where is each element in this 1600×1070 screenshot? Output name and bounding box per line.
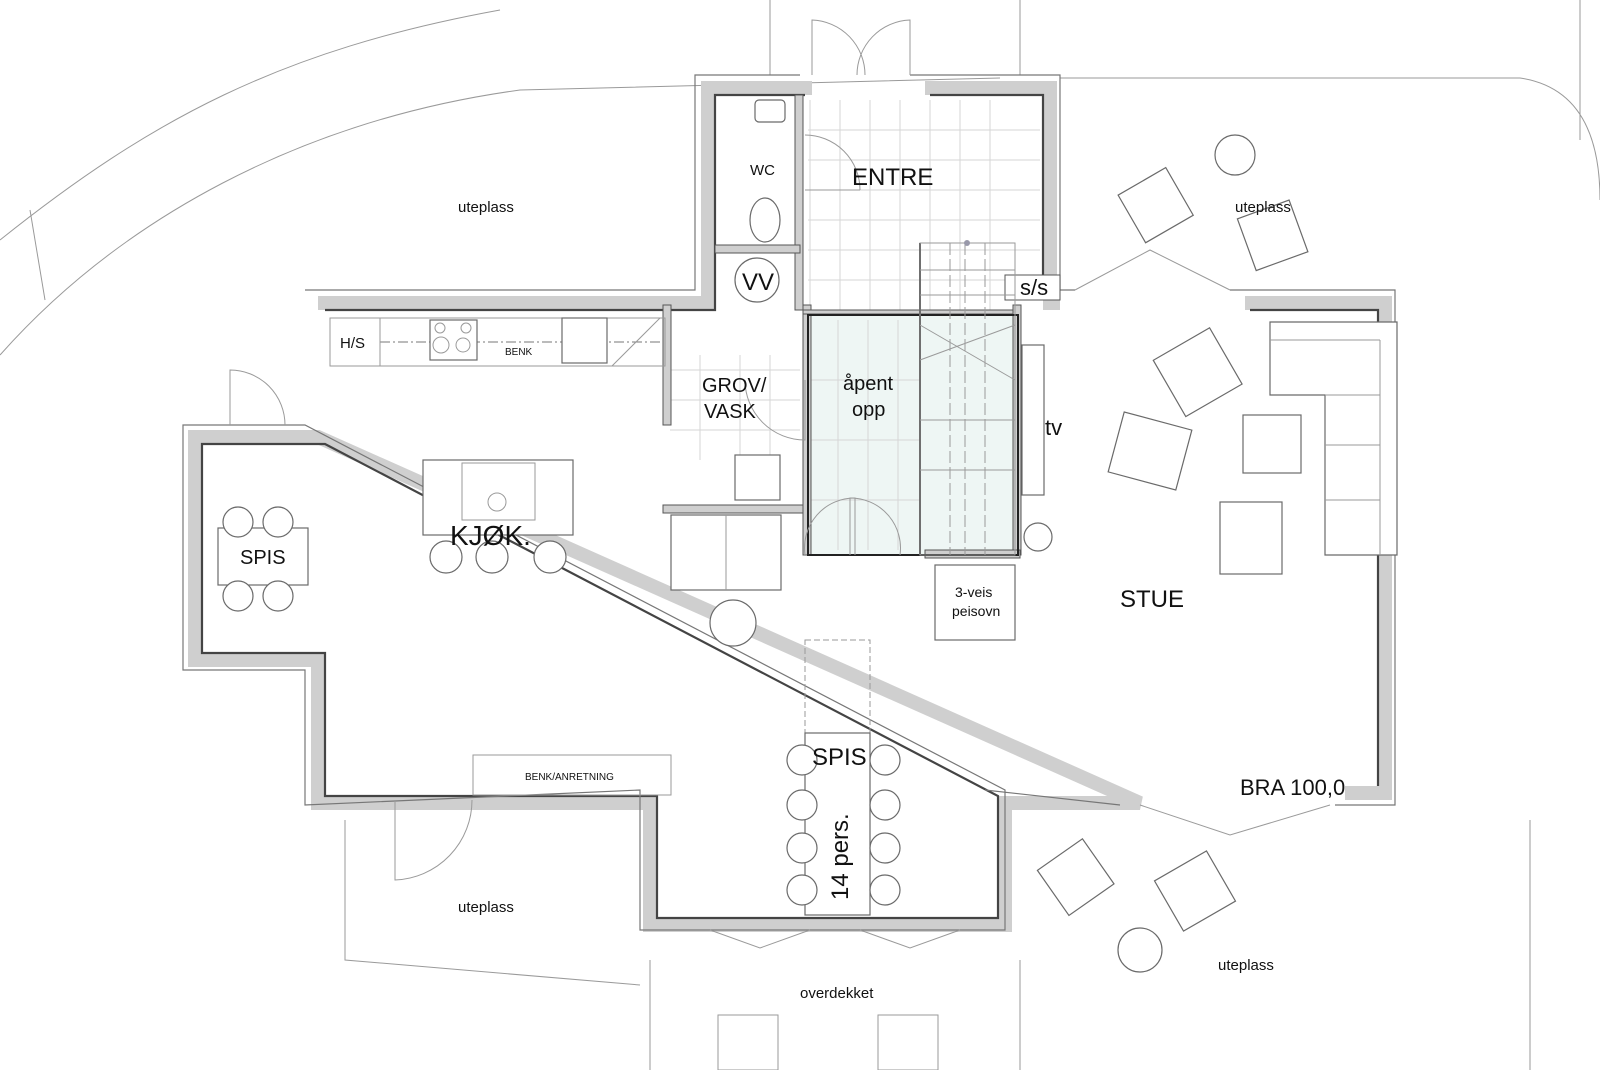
label-overdekket: overdekket xyxy=(800,985,874,1002)
tv-unit xyxy=(1021,344,1045,496)
label-stue: STUE xyxy=(1120,586,1184,613)
room-labels: ENTRE WC VV s/s H/S BENK GROV/ VASK åpen… xyxy=(240,162,1345,1002)
label-entre: ENTRE xyxy=(852,164,933,191)
exterior-walls xyxy=(182,74,1396,932)
sofa xyxy=(1269,321,1398,556)
water-heater-icon xyxy=(734,257,780,303)
label-peis-2: peisovn xyxy=(952,603,1000,619)
doors xyxy=(229,19,1331,949)
label-opp: opp xyxy=(852,399,885,421)
tile-grid xyxy=(670,100,1040,550)
staircase xyxy=(919,240,1016,556)
label-tv: tv xyxy=(1045,415,1062,440)
stair-void-outline xyxy=(807,314,1019,556)
label-apent: åpent xyxy=(843,373,893,395)
label-persons: 14 pers. xyxy=(827,813,854,900)
sink-icon xyxy=(754,99,786,123)
label-ss: s/s xyxy=(1020,275,1048,300)
label-wc: WC xyxy=(750,162,775,179)
label-vv: VV xyxy=(742,269,774,296)
label-peis-1: 3-veis xyxy=(955,584,992,600)
toilet-icon xyxy=(749,197,781,243)
fireplace xyxy=(934,564,1016,641)
label-hs: H/S xyxy=(340,335,365,352)
chairs xyxy=(222,134,1309,973)
label-uteplass-ne: uteplass xyxy=(1235,199,1291,216)
label-vask: VASK xyxy=(704,401,757,423)
label-uteplass-nw: uteplass xyxy=(458,199,514,216)
label-uteplass-se: uteplass xyxy=(1218,957,1274,974)
open-void-area xyxy=(808,315,1018,555)
porch xyxy=(649,960,1021,1070)
label-grov: GROV/ xyxy=(702,375,767,397)
cooktop-icon xyxy=(429,319,478,361)
kitchen-sink-icon xyxy=(561,317,608,364)
label-benk-anretning: BENK/ANRETNING xyxy=(525,772,614,783)
label-uteplass-sw: uteplass xyxy=(458,899,514,916)
label-kjokken: KJØK. xyxy=(450,520,531,551)
kitchen-island xyxy=(422,459,574,536)
label-spis-left: SPIS xyxy=(240,547,286,569)
side-dining-table xyxy=(217,527,309,586)
area-label: BRA 100,0 xyxy=(1240,775,1345,800)
label-benk: BENK xyxy=(505,347,533,358)
label-spis-center: SPIS xyxy=(812,744,867,771)
